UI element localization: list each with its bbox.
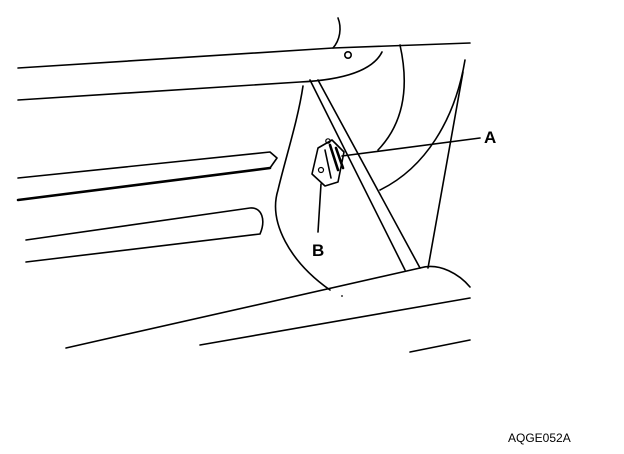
leader-line-a <box>341 137 481 157</box>
mounting-screw-icon <box>343 50 352 59</box>
inner-panel-curves <box>274 44 466 291</box>
callout-label-a: A <box>484 128 496 147</box>
lower-sill-panel <box>65 265 471 353</box>
figure-code: AQGE052A <box>508 431 571 445</box>
pillar-edge <box>309 71 464 271</box>
upper-trim-panel <box>17 17 471 101</box>
trim-strips <box>16 151 278 263</box>
connector-part-a <box>334 146 345 170</box>
clip-part-b <box>311 138 345 187</box>
leader-lines <box>317 137 481 233</box>
callout-label-b: B <box>312 241 324 260</box>
leader-line-b <box>317 183 322 233</box>
